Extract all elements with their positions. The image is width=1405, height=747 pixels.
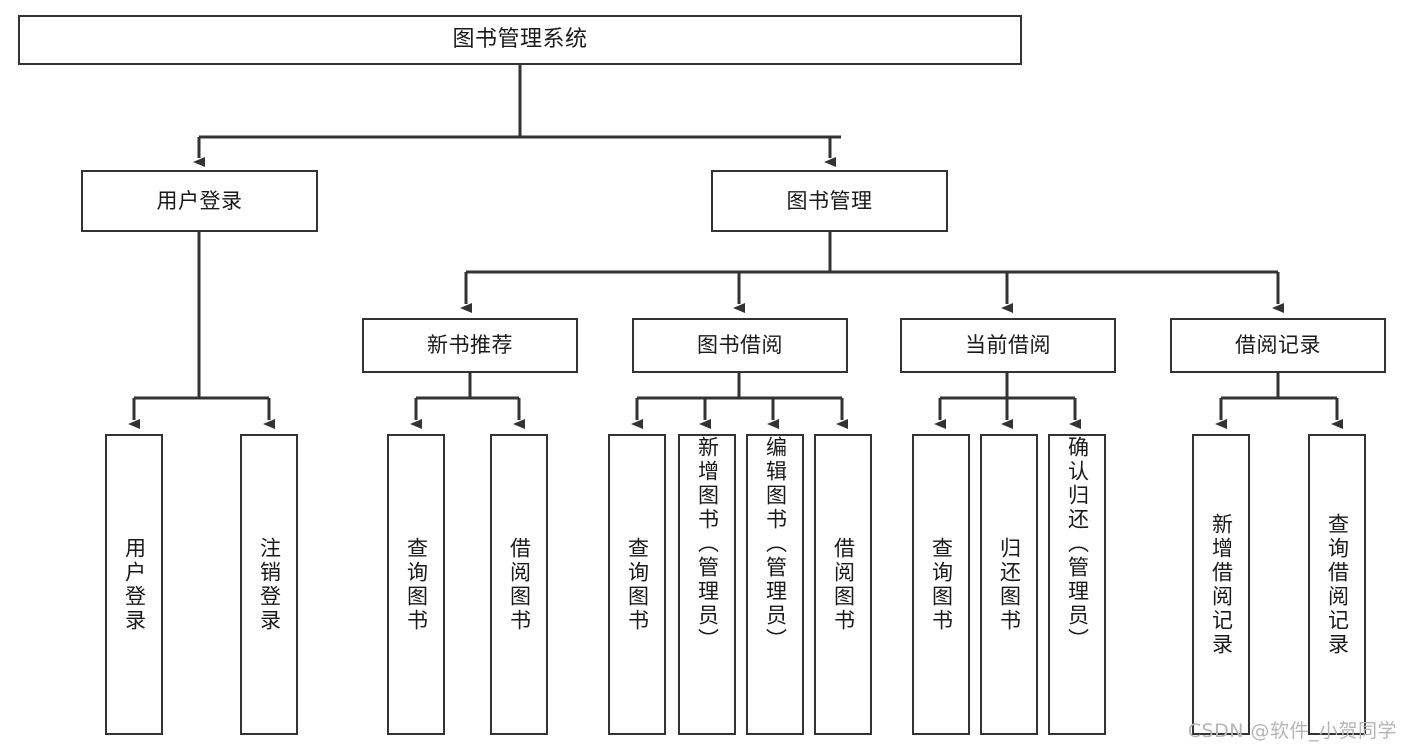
leaf-book-borrow-add-book-admin[interactable]: 新增图书（管理员） [678, 434, 736, 735]
node-user-login[interactable]: 用户登录 [81, 170, 318, 232]
node-label: 图书借阅 [697, 333, 783, 358]
node-label: 图书管理 [786, 188, 873, 213]
node-label: 新增借阅记录 [1209, 512, 1234, 657]
leaf-current-borrow-query-book[interactable]: 查询图书 [912, 434, 970, 735]
node-label: 借阅记录 [1235, 333, 1321, 358]
leaf-book-borrow-borrow-book[interactable]: 借阅图书 [814, 434, 872, 735]
node-label: 确认归还（管理员） [1065, 436, 1090, 652]
leaf-new-book-borrow-book[interactable]: 借阅图书 [490, 434, 548, 735]
node-label: 归还图书 [997, 536, 1022, 633]
node-label: 注销登录 [257, 536, 282, 633]
node-label: 借阅图书 [831, 536, 856, 633]
node-label: 用户登录 [122, 536, 147, 633]
leaf-book-borrow-query-book[interactable]: 查询图书 [608, 434, 666, 735]
node-label: 编辑图书（管理员） [763, 436, 788, 652]
leaf-book-borrow-edit-book-admin[interactable]: 编辑图书（管理员） [746, 434, 804, 735]
node-root-book-management-system[interactable]: 图书管理系统 [18, 15, 1022, 65]
leaf-borrow-record-query-record[interactable]: 查询借阅记录 [1308, 434, 1366, 735]
node-label: 图书管理系统 [452, 27, 588, 53]
node-label: 查询图书 [929, 536, 954, 633]
node-book-borrow[interactable]: 图书借阅 [632, 318, 848, 373]
leaf-user-login-login[interactable]: 用户登录 [105, 434, 163, 735]
leaf-new-book-query-book[interactable]: 查询图书 [387, 434, 445, 735]
node-borrow-record[interactable]: 借阅记录 [1170, 318, 1386, 373]
leaf-current-borrow-confirm-return-admin[interactable]: 确认归还（管理员） [1048, 434, 1106, 735]
node-label: 当前借阅 [965, 333, 1051, 358]
node-label: 用户登录 [156, 188, 243, 213]
node-label: 查询图书 [404, 536, 429, 633]
node-label: 查询图书 [625, 536, 650, 633]
node-label: 借阅图书 [507, 536, 532, 633]
leaf-user-login-logout[interactable]: 注销登录 [240, 434, 298, 735]
node-current-borrow[interactable]: 当前借阅 [900, 318, 1116, 373]
node-new-book-recommend[interactable]: 新书推荐 [362, 318, 578, 373]
node-label: 查询借阅记录 [1325, 512, 1350, 657]
node-label: 新增图书（管理员） [695, 436, 720, 652]
leaf-borrow-record-add-record[interactable]: 新增借阅记录 [1192, 434, 1250, 735]
node-label: 新书推荐 [427, 333, 513, 358]
node-book-management[interactable]: 图书管理 [711, 170, 948, 232]
leaf-current-borrow-return-book[interactable]: 归还图书 [980, 434, 1038, 735]
